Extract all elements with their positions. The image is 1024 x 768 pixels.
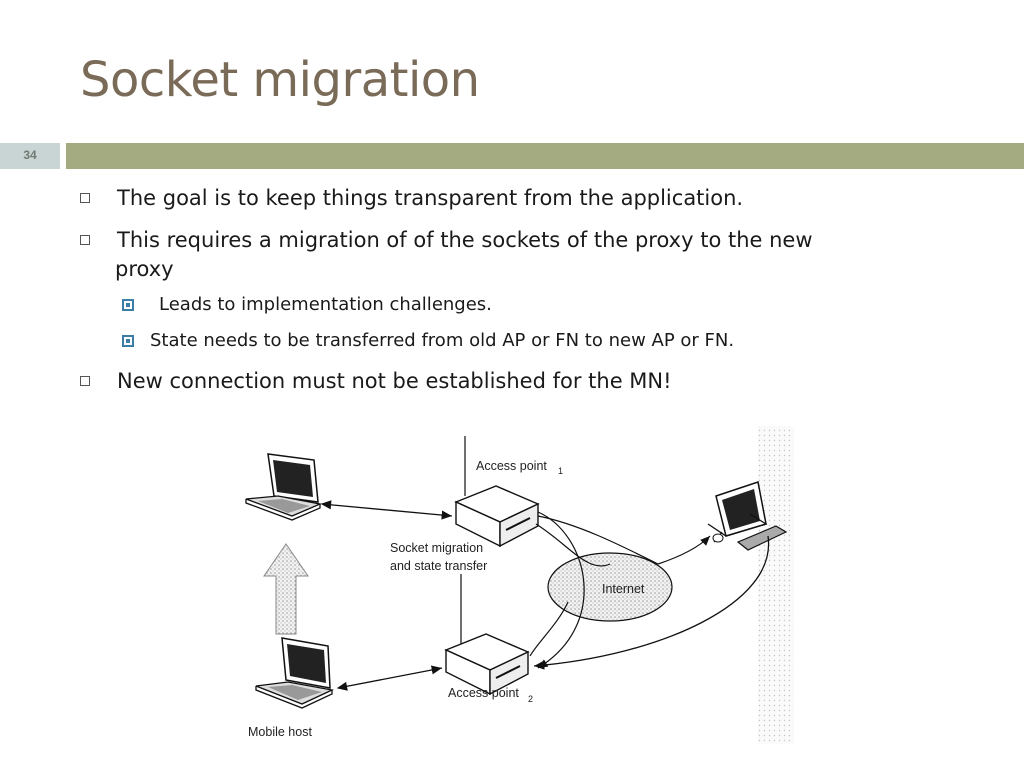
internet-label: Internet	[602, 582, 645, 596]
slide-title: Socket migration	[80, 52, 480, 108]
access-point-1-subscript: 1	[558, 466, 563, 476]
title-accent-band	[66, 143, 1024, 169]
bullet-item: This requires a migration of of the sock…	[80, 226, 960, 284]
sub-bullet-text: Leads to implementation challenges.	[159, 294, 492, 315]
bullet-text: The goal is to keep things transparent f…	[117, 186, 744, 210]
socket-migration-label: Socket migration	[390, 541, 483, 555]
mobile-host-label: Mobile host	[248, 725, 312, 739]
square-bullet-icon	[80, 376, 90, 386]
access-point-box-icon	[444, 633, 530, 696]
sub-bullet-text: State needs to be transferred from old A…	[150, 330, 735, 351]
access-point-2-subscript: 2	[528, 694, 533, 704]
access-point-box-icon	[454, 485, 540, 548]
bullet-text-continued: proxy	[115, 257, 174, 281]
laptop-icon	[245, 453, 323, 521]
wall-texture	[758, 426, 794, 744]
access-point-1-label: Access point	[476, 459, 547, 473]
slide-number-band	[0, 143, 60, 169]
square-bullet-icon	[80, 193, 90, 203]
bullet-text: This requires a migration of of the sock…	[117, 228, 813, 252]
upward-arrow-icon	[263, 543, 309, 635]
state-transfer-label: and state transfer	[390, 559, 487, 573]
desktop-computer-icon	[707, 481, 788, 551]
socket-migration-diagram: Internet	[238, 424, 798, 748]
bullet-text: New connection must not be established f…	[117, 369, 672, 393]
internet-cloud-icon: Internet	[547, 552, 673, 622]
slide-number: 34	[23, 148, 37, 162]
access-point-2-label: Access point	[448, 686, 519, 700]
laptop-icon	[255, 637, 335, 709]
square-sub-bullet-icon	[122, 335, 134, 347]
square-sub-bullet-icon	[122, 299, 134, 311]
square-bullet-icon	[80, 235, 90, 245]
